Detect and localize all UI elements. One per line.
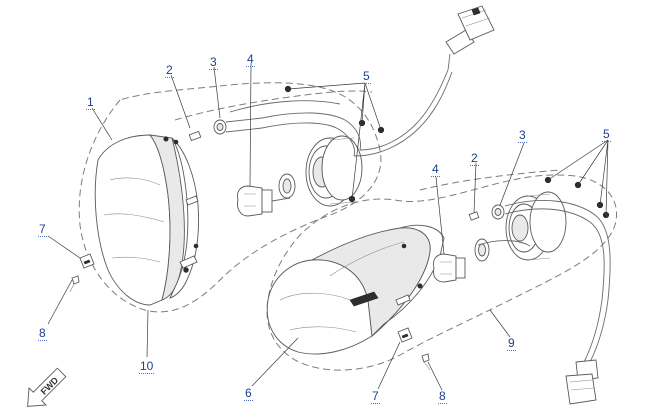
headlight-lens	[148, 134, 185, 301]
forward-direction-arrow: FWD	[27, 367, 67, 407]
callout-6[interactable]: 6	[244, 386, 253, 401]
assembly-outline-9	[266, 174, 617, 371]
bulb-cover-left	[305, 135, 363, 207]
bulb-subassembly-outline	[174, 90, 373, 121]
socket-connector-left	[213, 117, 263, 135]
callout-2-left[interactable]: 2	[165, 63, 174, 78]
callout-8-right[interactable]: 8	[438, 389, 447, 404]
assembly-outline-10	[78, 82, 382, 313]
callout-8-left[interactable]: 8	[38, 326, 47, 341]
headlight-housing	[94, 134, 171, 306]
callout-3-left[interactable]: 3	[209, 55, 218, 70]
bulb-right	[433, 253, 466, 283]
callout-4-left[interactable]: 4	[246, 52, 255, 67]
callout-10[interactable]: 10	[139, 359, 155, 374]
callout-9[interactable]: 9	[507, 336, 516, 351]
right-headlight-assembly	[251, 139, 617, 405]
callout-7-right[interactable]: 7	[371, 389, 380, 404]
callout-4-right[interactable]: 4	[431, 162, 440, 177]
callout-3-right[interactable]: 3	[518, 128, 527, 143]
bulb-cover-right	[505, 191, 567, 261]
wire-connector-bottom	[565, 359, 599, 405]
left-headlight-assembly	[47, 5, 495, 358]
callout-2-right[interactable]: 2	[470, 151, 479, 166]
callout-7-left[interactable]: 7	[38, 222, 47, 237]
bulb-left	[237, 185, 291, 217]
screw-8-right	[421, 353, 430, 363]
callout-5-right[interactable]: 5	[602, 127, 611, 142]
wire-connector-top	[445, 5, 495, 55]
callout-1[interactable]: 1	[86, 95, 95, 110]
callout-5-left[interactable]: 5	[362, 69, 371, 84]
screw-8-left	[71, 275, 80, 285]
